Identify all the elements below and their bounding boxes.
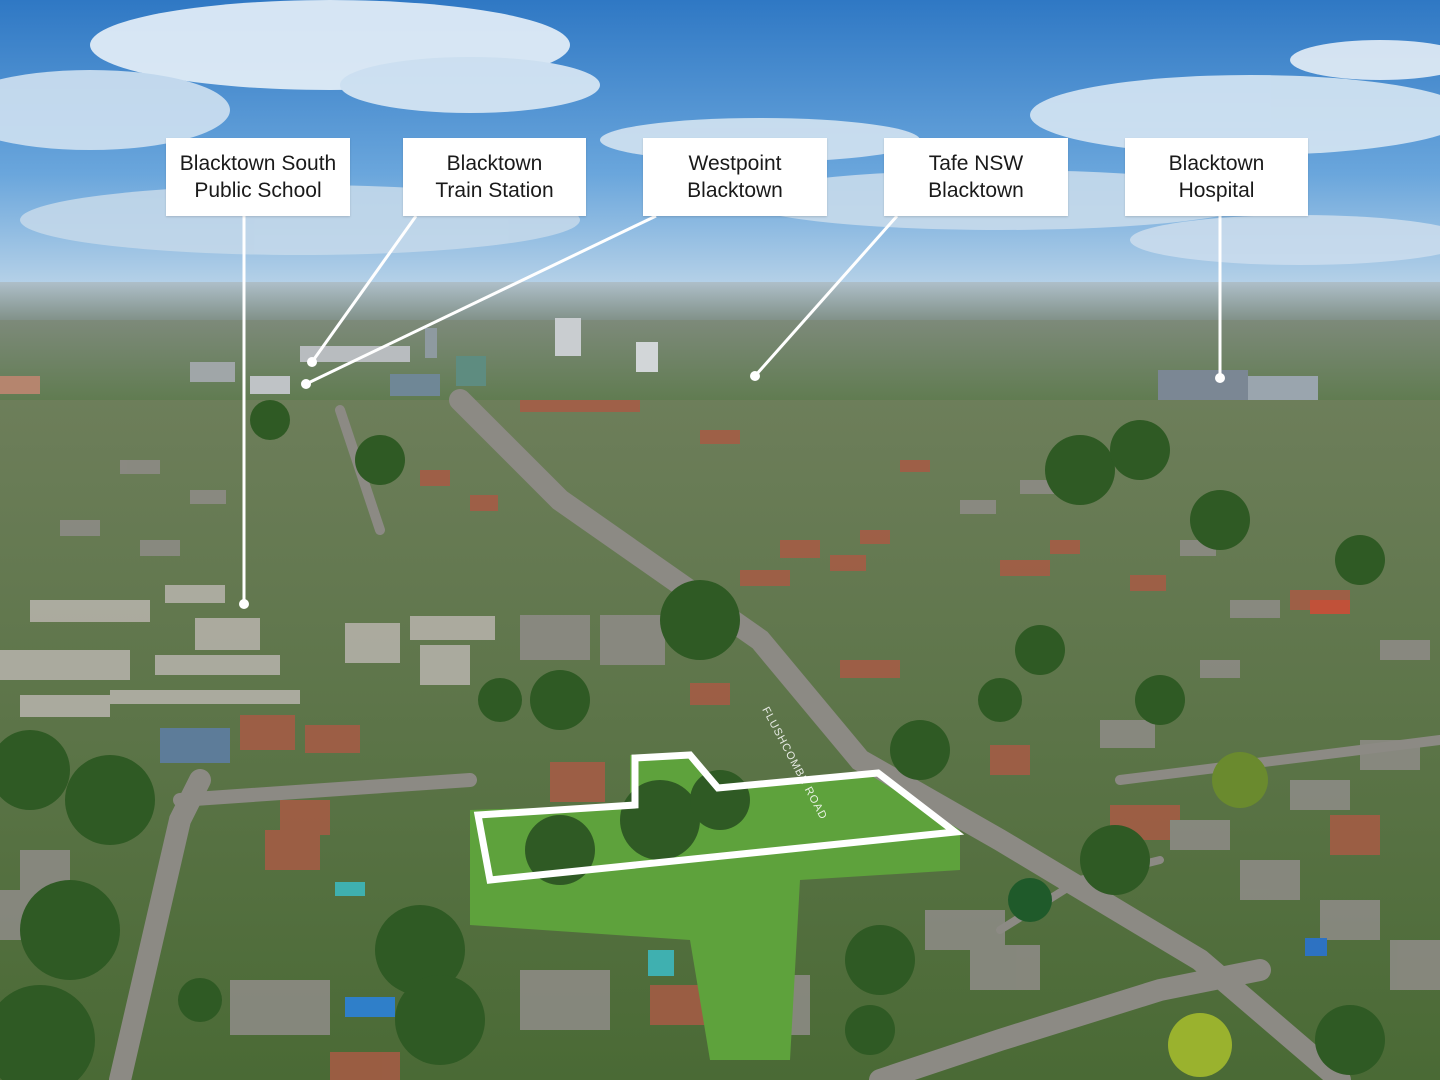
label-tafe-nsw-blacktown: Tafe NSW Blacktown [884, 138, 1068, 216]
leader-points [239, 357, 1225, 609]
houses [0, 400, 1440, 1080]
label-blacktown-south-public-school: Blacktown South Public School [166, 138, 350, 216]
horizon [0, 282, 1440, 322]
leader-lines [242, 214, 1222, 604]
label-line-1: Blacktown South [179, 152, 337, 175]
school-buildings [0, 585, 495, 763]
label-line-2: Public School [194, 179, 322, 202]
park [470, 752, 960, 1060]
label-line-1: Blacktown [1168, 152, 1265, 175]
label-westpoint-blacktown: Westpoint Blacktown [643, 138, 827, 216]
label-line-1: Westpoint [688, 152, 782, 175]
pool-areas [335, 882, 1327, 1017]
label-line-1: Tafe NSW [928, 152, 1024, 175]
label-blacktown-hospital: Blacktown Hospital [1125, 138, 1308, 216]
label-line-2: Train Station [435, 179, 554, 202]
label-line-2: Blacktown [928, 179, 1024, 202]
label-line-1: Blacktown [446, 152, 543, 175]
site-boundary-outline [473, 751, 965, 884]
label-line-2: Hospital [1178, 179, 1255, 202]
label-blacktown-train-station: Blacktown Train Station [403, 138, 586, 216]
cbd-buildings [0, 318, 1318, 404]
label-line-2: Blacktown [687, 179, 783, 202]
trees [0, 400, 1385, 1080]
